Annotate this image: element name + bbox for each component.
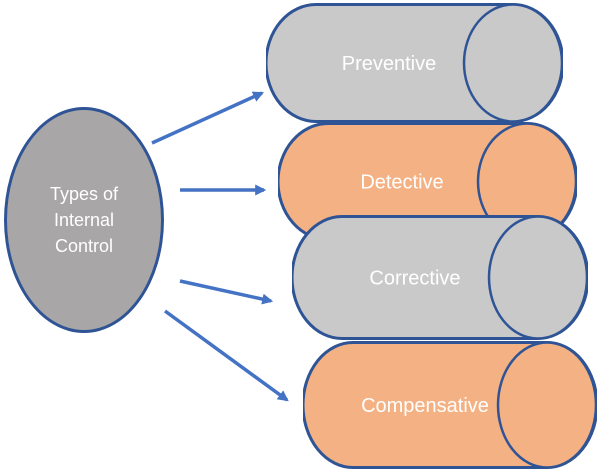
cylinder-preventive: Preventive	[266, 3, 563, 123]
cylinder-corrective: Corrective	[292, 215, 588, 340]
arrow-to-preventive	[151, 91, 265, 145]
cylinder-compensative-cap	[496, 341, 597, 469]
center-node-label-line2: Internal	[53, 210, 115, 230]
cylinder-corrective-label: Corrective	[369, 268, 460, 290]
cylinder-preventive-cap	[462, 3, 563, 123]
arrow-to-corrective	[179, 279, 274, 305]
cylinder-detective: Detective	[278, 122, 577, 241]
cylinder-compensative-label: Compensative	[361, 395, 489, 417]
center-node-label-line3: Control	[54, 236, 113, 256]
arrow-to-compensative	[163, 309, 289, 402]
cylinder-compensative: Compensative	[303, 341, 597, 469]
center-node-types-of-internal-control: Types of Internal Control	[4, 107, 164, 333]
center-node-label: Types of Internal Control	[50, 181, 118, 259]
cylinder-detective-label: Detective	[360, 172, 443, 194]
cylinder-preventive-label: Preventive	[342, 53, 437, 75]
center-node-label-line1: Types of	[49, 184, 119, 204]
cylinder-corrective-cap	[487, 215, 588, 340]
